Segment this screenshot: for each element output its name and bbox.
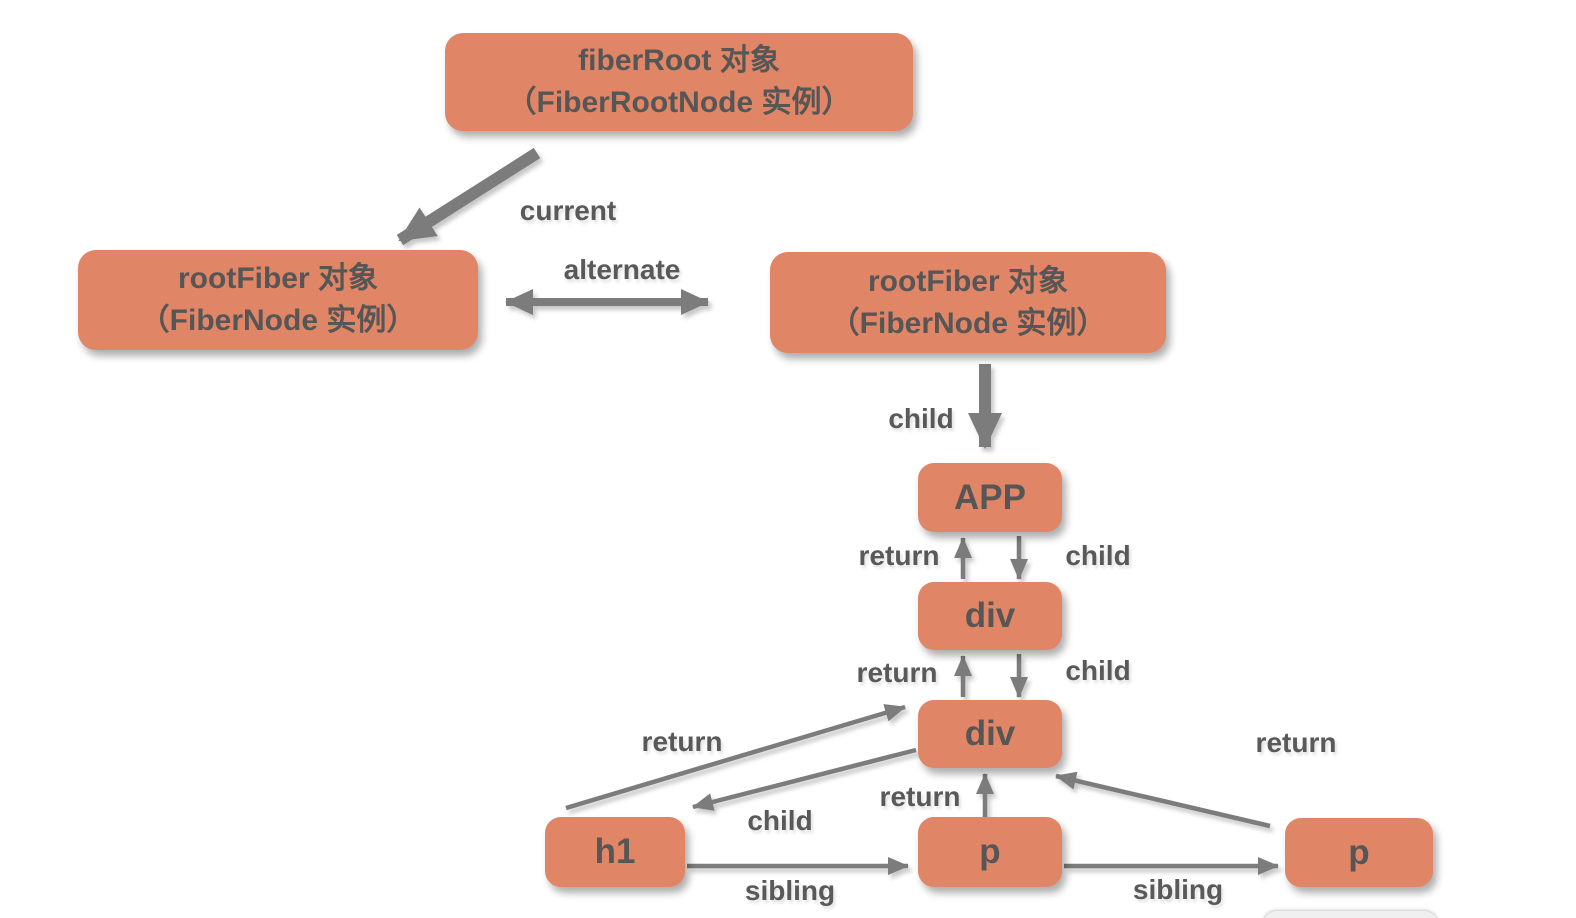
edge-label-alternate: alternate — [563, 254, 681, 285]
edge-label-current: current — [519, 195, 617, 226]
node-p-1-label: p — [979, 832, 1001, 871]
arrow-current — [396, 147, 541, 246]
node-root-fiber-left: rootFiber 对象 （FiberNode 实例） — [78, 250, 478, 350]
edge-label-child-app: child — [1065, 540, 1131, 571]
edge-label-return-p1: return — [879, 781, 961, 812]
node-p-2: p — [1285, 818, 1433, 887]
edge-label-return-p2: return — [1255, 727, 1337, 758]
edge-label-child-root: child — [888, 403, 954, 434]
node-div-2-label: div — [964, 714, 1016, 753]
edge-label-child-h1: child — [747, 805, 813, 836]
node-root-fiber-right: rootFiber 对象 （FiberNode 实例） — [770, 252, 1166, 353]
node-app-label: APP — [954, 477, 1026, 517]
node-fiber-root: fiberRoot 对象 （FiberRootNode 实例） — [445, 33, 913, 131]
node-div-1: div — [918, 582, 1062, 650]
node-root-fiber-right-line2: （FiberNode 实例） — [829, 306, 1107, 340]
node-root-fiber-left-line2: （FiberNode 实例） — [139, 304, 417, 337]
node-p-2-label: p — [1348, 832, 1370, 872]
arrow-child-div2-h1 — [692, 747, 917, 811]
edge-label-child-div: child — [1065, 655, 1131, 686]
edge-label-sibling-h1-p: sibling — [744, 875, 836, 906]
edge-label-return-app: return — [858, 540, 940, 571]
edge-label-return-h1: return — [641, 726, 723, 757]
node-fiber-root-line1: fiberRoot 对象 — [578, 44, 780, 77]
node-div-2: div — [918, 700, 1062, 768]
node-root-fiber-right-line1: rootFiber 对象 — [868, 264, 1068, 298]
edge-label-return-div: return — [856, 657, 938, 688]
node-app: APP — [918, 463, 1062, 532]
node-div-1-label: div — [964, 596, 1016, 635]
node-h1: h1 — [545, 817, 685, 887]
node-partial-bottom — [1263, 911, 1438, 918]
edge-label-sibling-p-p: sibling — [1132, 874, 1224, 905]
arrow-return-p2-div2 — [1055, 771, 1271, 829]
node-p-1: p — [918, 817, 1062, 887]
node-fiber-root-line2: （FiberRootNode 实例） — [506, 86, 852, 119]
node-root-fiber-left-line1: rootFiber 对象 — [178, 262, 378, 295]
arrow-return-h1-div2 — [565, 704, 906, 811]
node-h1-label: h1 — [594, 832, 636, 871]
